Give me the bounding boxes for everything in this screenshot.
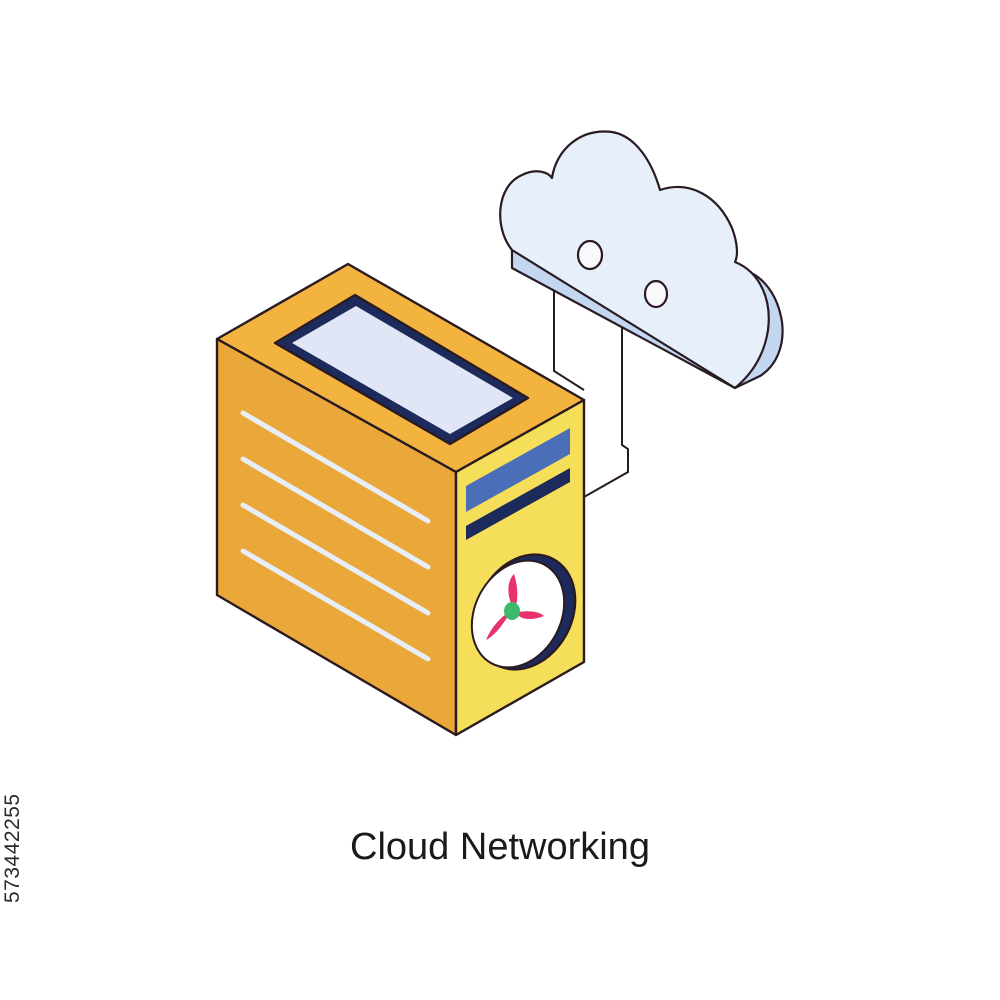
status-bar-blue: [466, 428, 570, 512]
caption: Cloud Networking: [350, 826, 650, 868]
stock-id-watermark: 573442255: [1, 763, 41, 903]
stock-id-text: 573442255: [1, 793, 24, 903]
status-bar-dark: [466, 468, 570, 540]
server-tower-icon: [215, 262, 586, 737]
cloud-node-2: [643, 279, 669, 309]
fan-icon: [470, 553, 577, 671]
cloud-icon: [499, 130, 784, 390]
vent-lines: [240, 410, 431, 662]
cloud-node-1: [576, 239, 604, 271]
screen-icon: [273, 293, 530, 446]
